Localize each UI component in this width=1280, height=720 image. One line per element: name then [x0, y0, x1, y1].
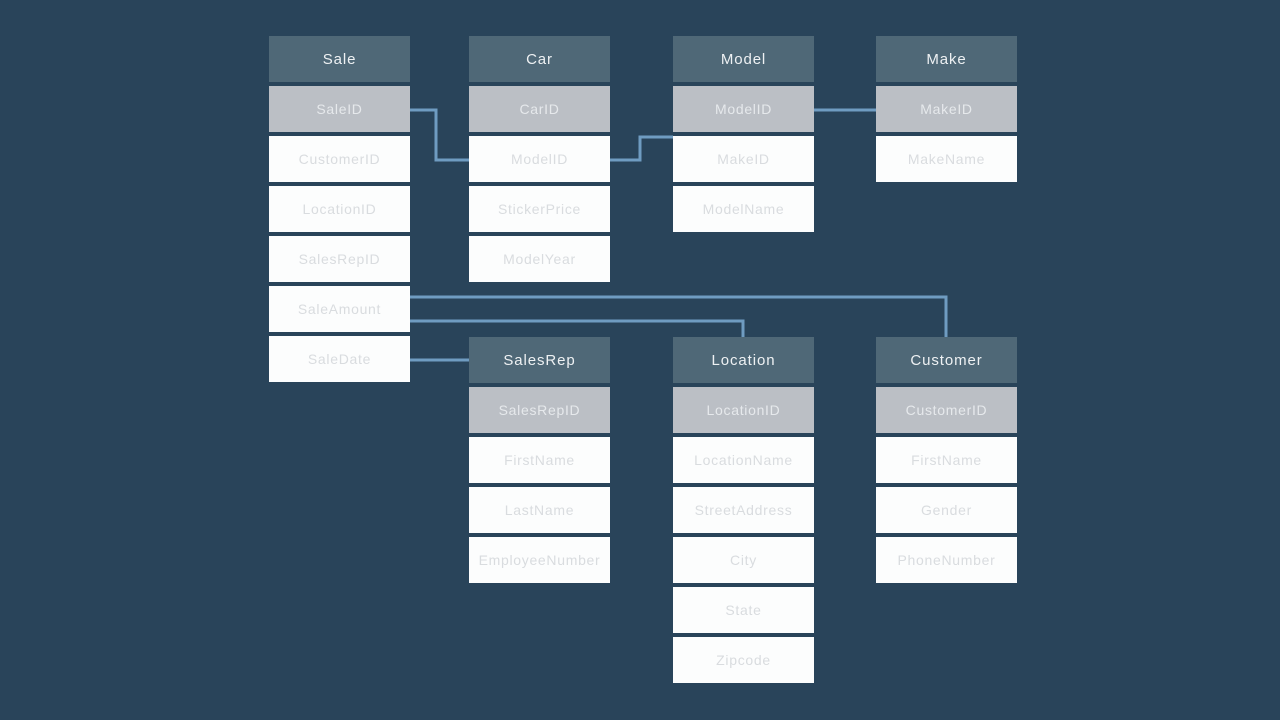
field-row-firstname: FirstName	[469, 437, 610, 483]
field-row-makeid: MakeID	[876, 86, 1017, 132]
field-row-modelyear: ModelYear	[469, 236, 610, 282]
field-row-lastname: LastName	[469, 487, 610, 533]
table-title-customer: Customer	[876, 337, 1017, 383]
table-title-model: Model	[673, 36, 814, 82]
connector-sale-to-location	[410, 319, 745, 337]
field-row-locationid: LocationID	[269, 186, 410, 232]
connector-sale-saleid-to-car-modelid	[410, 108, 469, 162]
field-row-carid: CarID	[469, 86, 610, 132]
field-row-salesrepid: SalesRepID	[269, 236, 410, 282]
field-row-saleid: SaleID	[269, 86, 410, 132]
field-row-phonenumber: PhoneNumber	[876, 537, 1017, 583]
field-row-salesrepid: SalesRepID	[469, 387, 610, 433]
table-title-car: Car	[469, 36, 610, 82]
field-row-saleamount: SaleAmount	[269, 286, 410, 332]
field-row-modelid: ModelID	[469, 136, 610, 182]
field-row-city: City	[673, 537, 814, 583]
field-row-employeenumber: EmployeeNumber	[469, 537, 610, 583]
field-row-customerid: CustomerID	[269, 136, 410, 182]
field-row-stickerprice: StickerPrice	[469, 186, 610, 232]
field-row-saledate: SaleDate	[269, 336, 410, 382]
field-row-gender: Gender	[876, 487, 1017, 533]
field-row-locationname: LocationName	[673, 437, 814, 483]
field-row-firstname: FirstName	[876, 437, 1017, 483]
connector-sale-to-customer	[410, 295, 948, 337]
field-row-locationid: LocationID	[673, 387, 814, 433]
field-row-modelname: ModelName	[673, 186, 814, 232]
field-row-makeid: MakeID	[673, 136, 814, 182]
field-row-modelid: ModelID	[673, 86, 814, 132]
field-row-makename: MakeName	[876, 136, 1017, 182]
table-title-salesrep: SalesRep	[469, 337, 610, 383]
field-row-customerid: CustomerID	[876, 387, 1017, 433]
table-title-location: Location	[673, 337, 814, 383]
table-title-make: Make	[876, 36, 1017, 82]
table-title-sale: Sale	[269, 36, 410, 82]
field-row-streetaddress: StreetAddress	[673, 487, 814, 533]
field-row-state: State	[673, 587, 814, 633]
field-row-zipcode: Zipcode	[673, 637, 814, 683]
connector-car-modelid-to-model	[610, 135, 673, 162]
